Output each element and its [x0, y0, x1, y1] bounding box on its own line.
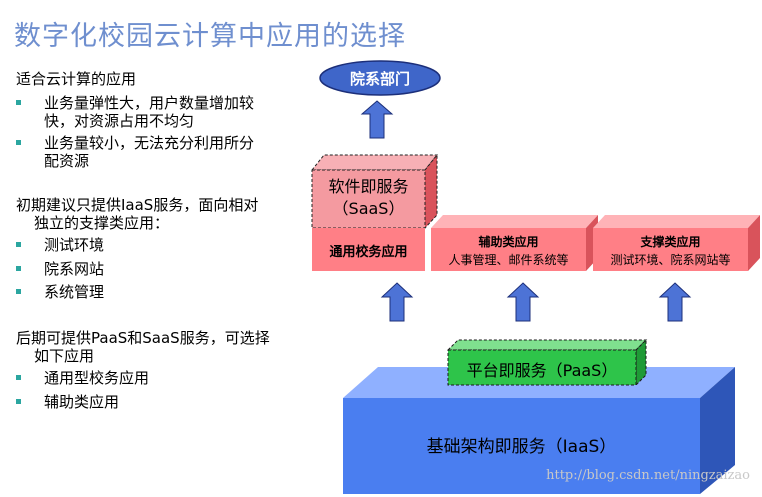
paas-block-front — [447, 349, 637, 386]
bullet-line: 配资源 — [44, 152, 90, 170]
department-oval — [319, 60, 441, 96]
support-app-subtitle: 测试环境、院系网站等 — [610, 253, 731, 267]
bullet-marker — [16, 375, 21, 380]
bullet-line: 快，对资源占用不均匀 — [44, 112, 195, 130]
heading-line: 后期可提供PaaS和SaaS服务，可选择 — [16, 329, 270, 347]
section1-bullet-2: 业务量较小，无法充分利用所分 配资源 — [16, 134, 296, 170]
bullet-marker — [16, 100, 21, 105]
bullet-line: 业务量较小，无法充分利用所分 — [44, 134, 255, 152]
iaas-block-side — [700, 367, 735, 494]
saas-block-front — [311, 169, 426, 229]
bullet-text: 测试环境 — [44, 236, 105, 254]
bullet-marker — [16, 266, 21, 271]
section2-heading: 初期建议只提供IaaS服务，面向相对 独立的支撑类应用： — [16, 196, 306, 232]
bullet-marker — [16, 289, 21, 294]
page-title: 数字化校园云计算中应用的选择 — [14, 21, 406, 52]
aux-app-title: 辅助类应用 — [478, 235, 539, 249]
bullet-text: 院系网站 — [44, 260, 105, 278]
section3-bullet-1: 通用型校务应用 — [16, 369, 296, 387]
section2-bullet-2: 院系网站 — [16, 260, 296, 278]
iaas-label: 基础架构即服务（IaaS） — [426, 437, 617, 457]
paas-label: 平台即服务（PaaS） — [466, 361, 618, 380]
watermark: http://blog.csdn.net/ningzaizao — [546, 468, 750, 483]
general-app-label: 通用校务应用 — [329, 245, 408, 260]
saas-label-line: （SaaS） — [332, 199, 405, 218]
paas-block-top — [446, 339, 648, 351]
arrow-up-icon — [658, 282, 692, 322]
arrow-up-icon — [506, 282, 540, 322]
aux-app-subtitle: 人事管理、邮件系统等 — [448, 253, 569, 267]
saas-block-top — [310, 154, 439, 171]
aux-app-top — [431, 215, 598, 228]
bullet-marker — [16, 140, 21, 145]
bullet-marker — [16, 242, 21, 247]
arrow-up-icon — [360, 100, 394, 139]
heading-line: 初期建议只提供IaaS服务，面向相对 — [16, 196, 259, 214]
bullet-text: 辅助类应用 — [44, 393, 120, 411]
saas-label: 软件即服务 （SaaS） — [312, 176, 425, 220]
aux-app-box — [431, 228, 586, 271]
heading-line: 独立的支撑类应用： — [34, 214, 170, 232]
bullet-text: 通用型校务应用 — [44, 369, 150, 387]
section3-heading: 后期可提供PaaS和SaaS服务，可选择 如下应用 — [16, 329, 306, 365]
section3-bullet-2: 辅助类应用 — [16, 393, 296, 411]
bullet-line: 业务量弹性大，用户数量增加较 — [44, 94, 255, 112]
arrow-up-icon — [380, 282, 414, 322]
paas-block-side — [635, 338, 647, 387]
section2-bullet-3: 系统管理 — [16, 283, 296, 301]
support-app-box — [593, 228, 748, 271]
general-app-box — [312, 228, 425, 271]
iaas-block-front — [343, 398, 700, 494]
support-app-title: 支撑类应用 — [640, 235, 701, 249]
support-app-top — [593, 215, 760, 228]
bullet-marker — [16, 399, 21, 404]
saas-label-line: 软件即服务 — [328, 177, 409, 196]
department-label: 院系部门 — [349, 70, 410, 88]
bullet-text: 系统管理 — [44, 283, 105, 301]
heading-line: 如下应用 — [34, 347, 95, 365]
support-app-side — [748, 215, 760, 271]
section2-bullet-1: 测试环境 — [16, 236, 296, 254]
section1-heading: 适合云计算的应用 — [16, 70, 137, 88]
section1-bullet-1: 业务量弹性大，用户数量增加较 快，对资源占用不均匀 — [16, 94, 296, 130]
